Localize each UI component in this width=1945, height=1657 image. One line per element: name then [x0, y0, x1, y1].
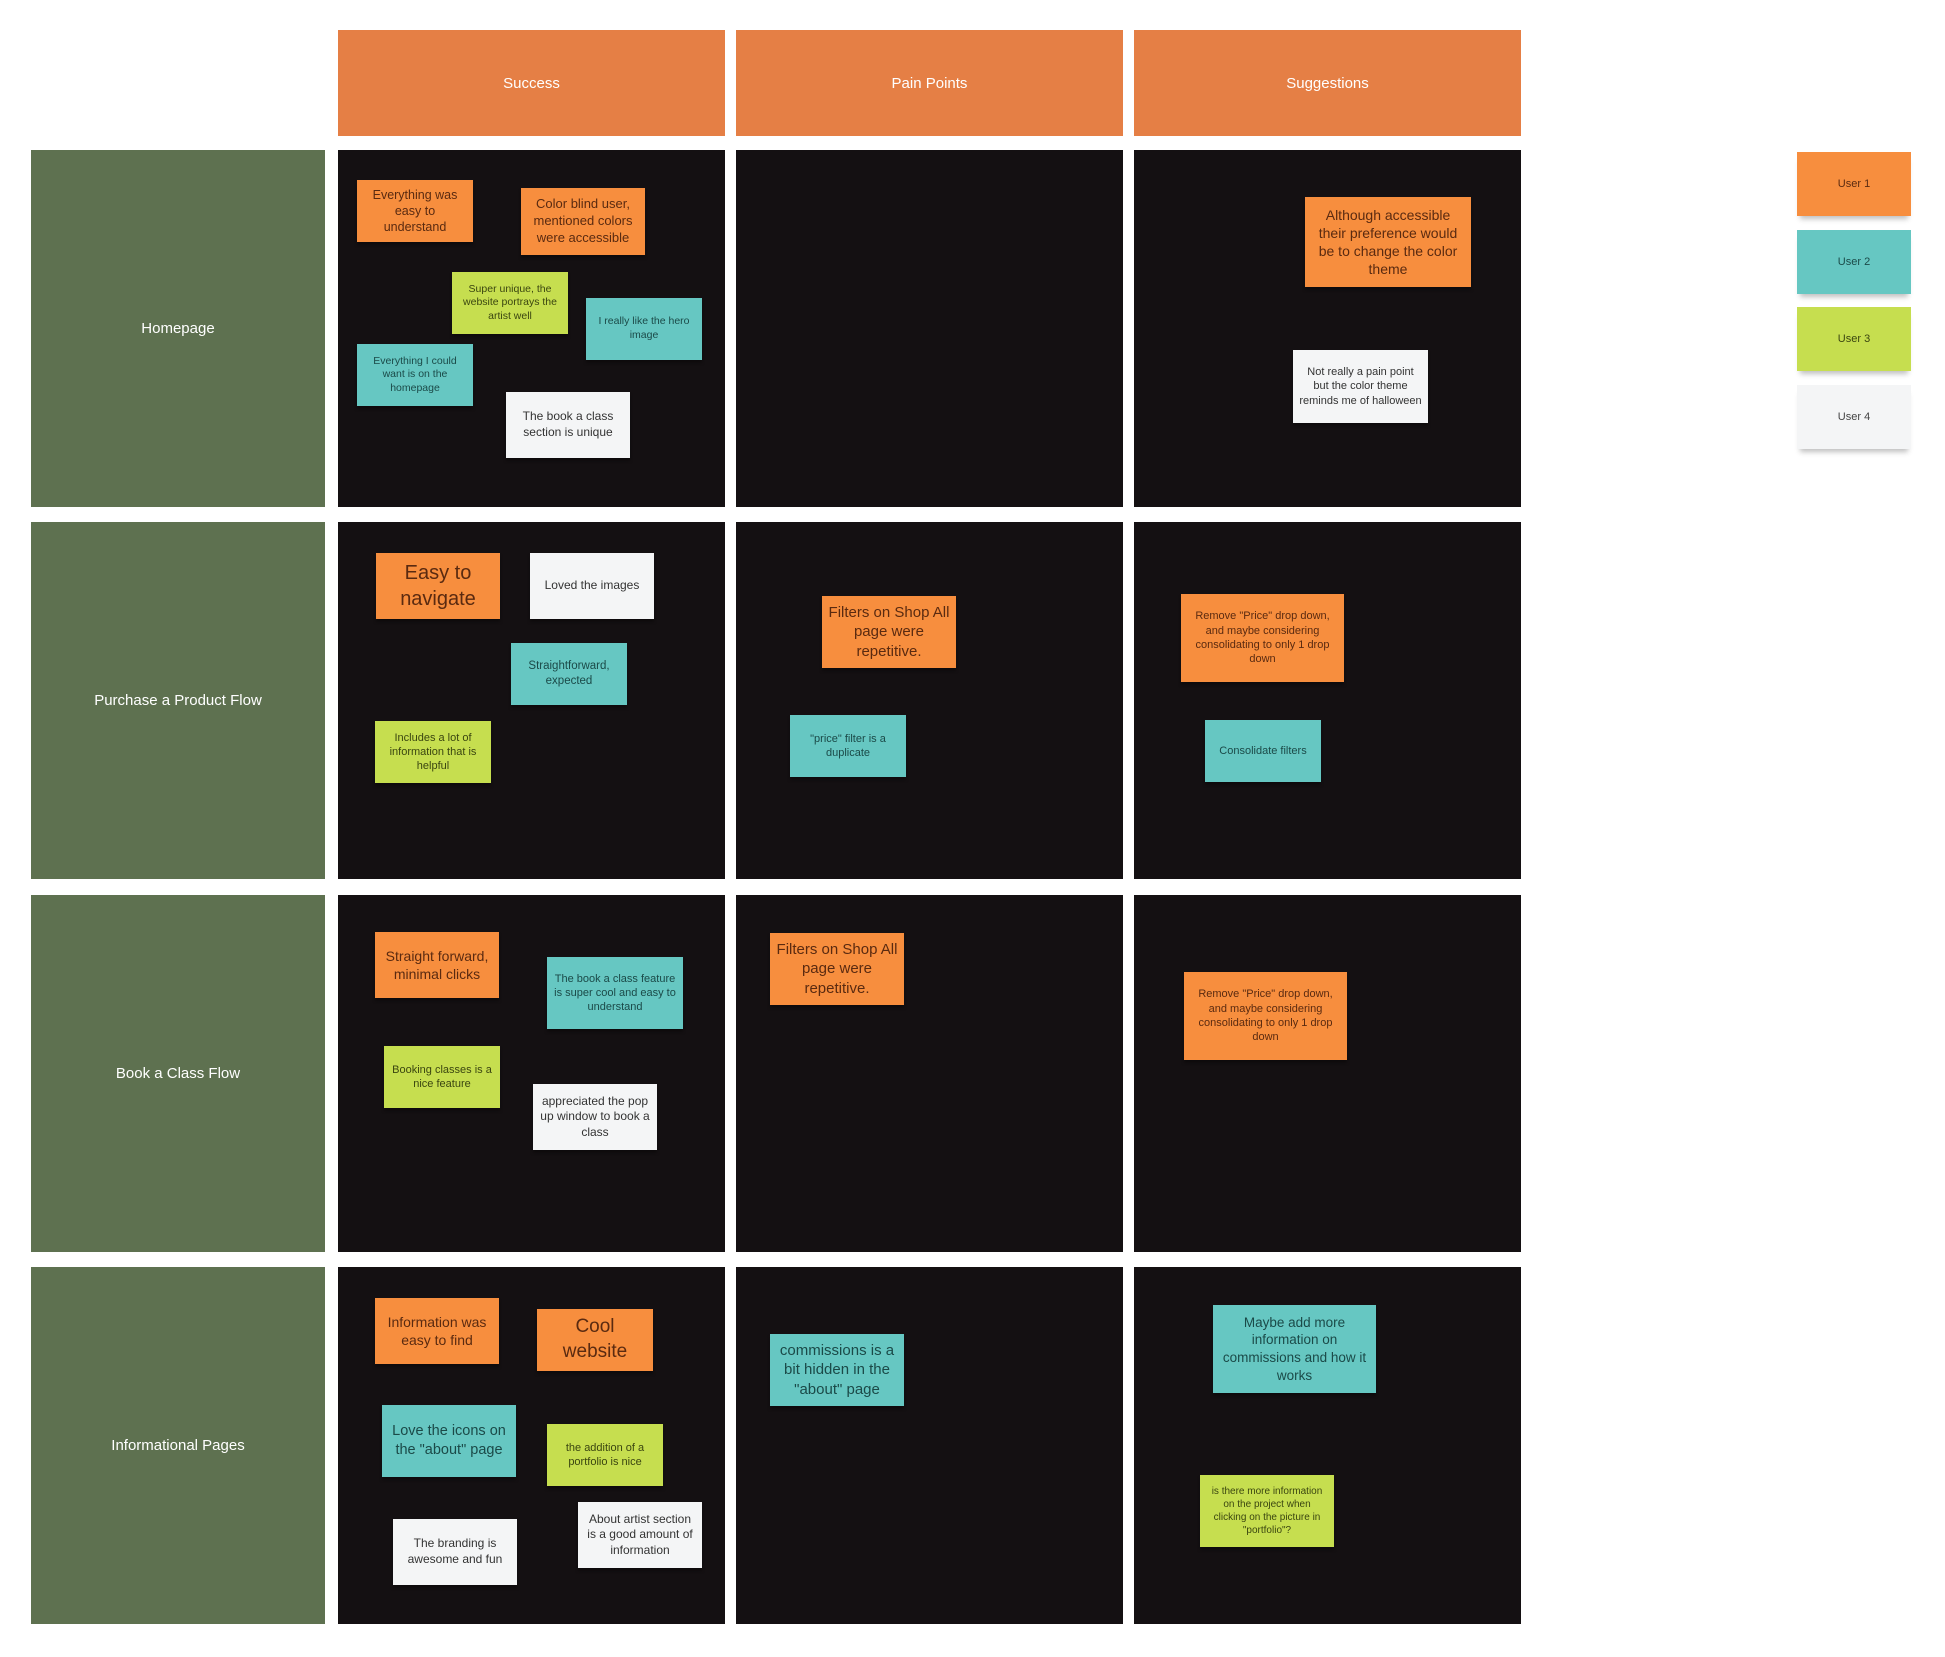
cell-homepage-pain-points[interactable]: [736, 150, 1123, 507]
column-header-suggestions[interactable]: Suggestions: [1134, 30, 1521, 136]
cell-homepage-suggestions[interactable]: Although accessible their preference wou…: [1134, 150, 1521, 507]
cell-informational-suggestions[interactable]: Maybe add more information on commission…: [1134, 1267, 1521, 1624]
sticky-note[interactable]: Easy to navigate: [376, 553, 500, 619]
sticky-note[interactable]: Includes a lot of information that is he…: [375, 721, 491, 783]
legend-user-1[interactable]: User 1: [1797, 152, 1911, 216]
sticky-note[interactable]: Although accessible their preference wou…: [1305, 197, 1471, 287]
sticky-note[interactable]: Filters on Shop All page were repetitive…: [770, 933, 904, 1005]
sticky-note[interactable]: Consolidate filters: [1205, 720, 1321, 782]
sticky-note[interactable]: The branding is awesome and fun: [393, 1519, 517, 1585]
sticky-note[interactable]: Everything was easy to understand: [357, 180, 473, 242]
sticky-note[interactable]: Remove "Price" drop down, and maybe cons…: [1184, 972, 1347, 1060]
sticky-note[interactable]: Color blind user, mentioned colors were …: [521, 188, 645, 255]
row-header-purchase-flow[interactable]: Purchase a Product Flow: [31, 522, 325, 879]
row-header-homepage[interactable]: Homepage: [31, 150, 325, 507]
row-header-book-class-flow[interactable]: Book a Class Flow: [31, 895, 325, 1252]
sticky-note[interactable]: I really like the hero image: [586, 298, 702, 360]
sticky-note[interactable]: commissions is a bit hidden in the "abou…: [770, 1334, 904, 1406]
sticky-note[interactable]: Everything I could want is on the homepa…: [357, 344, 473, 406]
legend-user-4[interactable]: User 4: [1797, 385, 1911, 449]
legend-user-2[interactable]: User 2: [1797, 230, 1911, 294]
column-header-success[interactable]: Success: [338, 30, 725, 136]
cell-book-class-success[interactable]: Straight forward, minimal clicks The boo…: [338, 895, 725, 1252]
sticky-note[interactable]: Not really a pain point but the color th…: [1293, 350, 1428, 423]
sticky-note[interactable]: the addition of a portfolio is nice: [547, 1424, 663, 1486]
sticky-note[interactable]: About artist section is a good amount of…: [578, 1502, 702, 1568]
sticky-note[interactable]: "price" filter is a duplicate: [790, 715, 906, 777]
cell-book-class-pain-points[interactable]: Filters on Shop All page were repetitive…: [736, 895, 1123, 1252]
cell-informational-success[interactable]: Information was easy to find Cool websit…: [338, 1267, 725, 1624]
sticky-note[interactable]: Straightforward, expected: [511, 643, 627, 705]
cell-purchase-pain-points[interactable]: Filters on Shop All page were repetitive…: [736, 522, 1123, 879]
cell-purchase-suggestions[interactable]: Remove "Price" drop down, and maybe cons…: [1134, 522, 1521, 879]
sticky-note[interactable]: Remove "Price" drop down, and maybe cons…: [1181, 594, 1344, 682]
sticky-note[interactable]: Super unique, the website portrays the a…: [452, 272, 568, 334]
sticky-note[interactable]: appreciated the pop up window to book a …: [533, 1084, 657, 1150]
row-header-informational-pages[interactable]: Informational Pages: [31, 1267, 325, 1624]
cell-informational-pain-points[interactable]: commissions is a bit hidden in the "abou…: [736, 1267, 1123, 1624]
sticky-note[interactable]: Filters on Shop All page were repetitive…: [822, 596, 956, 668]
sticky-note[interactable]: Information was easy to find: [375, 1298, 499, 1364]
legend-user-3[interactable]: User 3: [1797, 307, 1911, 371]
sticky-note[interactable]: Maybe add more information on commission…: [1213, 1305, 1376, 1393]
sticky-note[interactable]: The book a class section is unique: [506, 392, 630, 458]
sticky-note[interactable]: The book a class feature is super cool a…: [547, 957, 683, 1029]
cell-book-class-suggestions[interactable]: Remove "Price" drop down, and maybe cons…: [1134, 895, 1521, 1252]
cell-homepage-success[interactable]: Everything was easy to understand Color …: [338, 150, 725, 507]
sticky-note[interactable]: Loved the images: [530, 553, 654, 619]
sticky-note[interactable]: Cool website: [537, 1309, 653, 1371]
sticky-note[interactable]: is there more information on the project…: [1200, 1475, 1334, 1547]
sticky-note[interactable]: Booking classes is a nice feature: [384, 1046, 500, 1108]
cell-purchase-success[interactable]: Easy to navigate Loved the images Straig…: [338, 522, 725, 879]
sticky-note[interactable]: Love the icons on the "about" page: [382, 1405, 516, 1477]
column-header-pain-points[interactable]: Pain Points: [736, 30, 1123, 136]
sticky-note[interactable]: Straight forward, minimal clicks: [375, 932, 499, 998]
